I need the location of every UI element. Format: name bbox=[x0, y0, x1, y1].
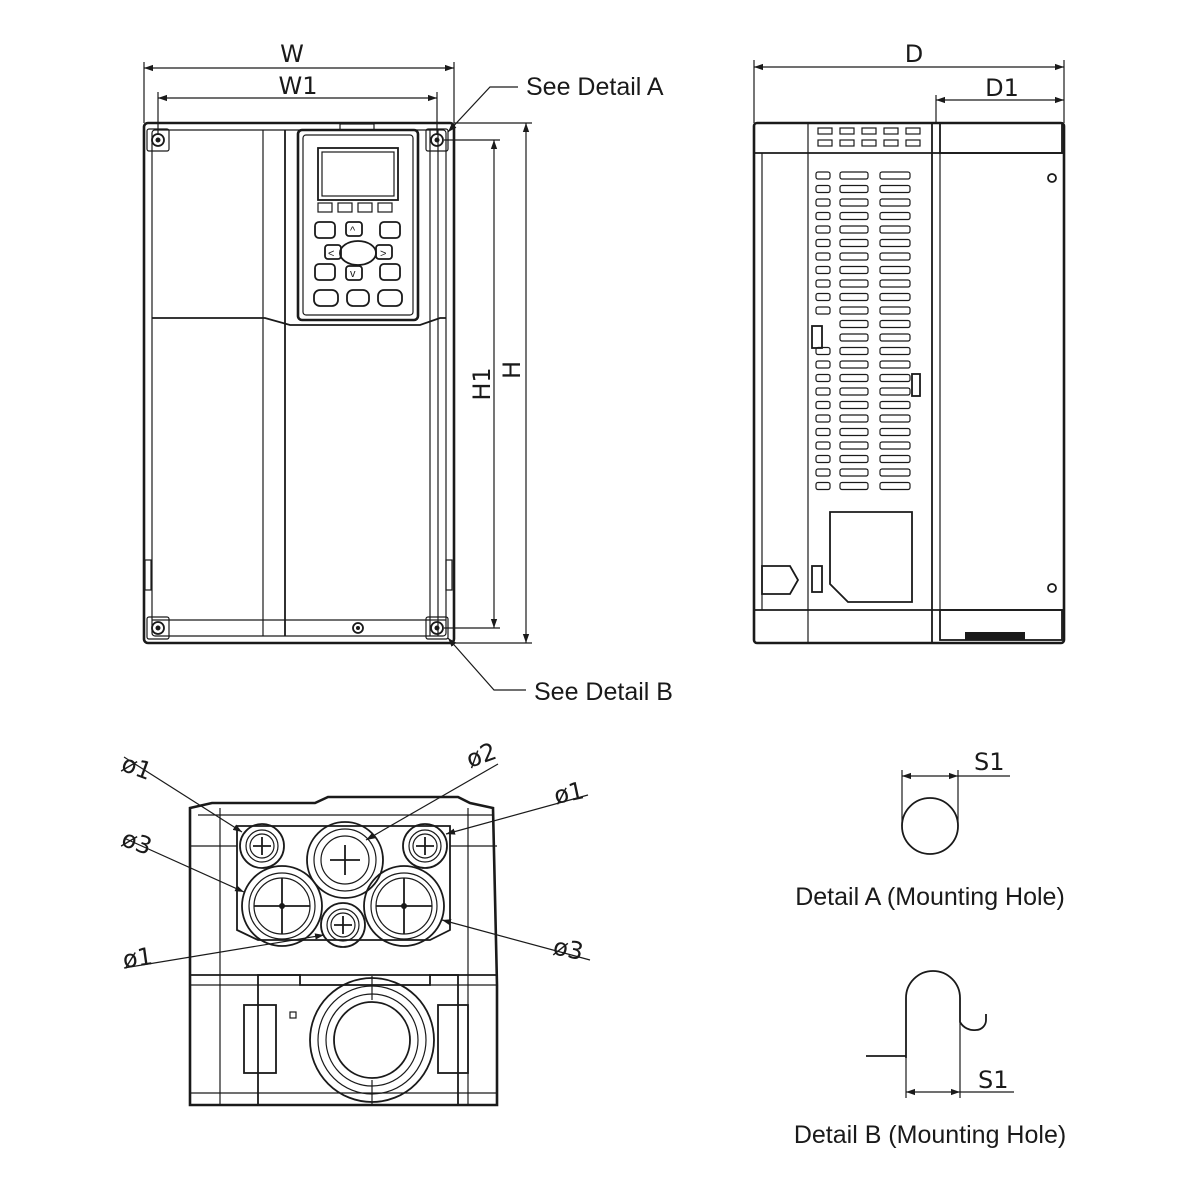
dim-w-label: W bbox=[280, 40, 304, 68]
see-detail-b-callout: See Detail B bbox=[534, 678, 673, 706]
cover-screw bbox=[352, 622, 364, 634]
hole-phi2-top-center bbox=[306, 821, 384, 899]
lcd-display bbox=[317, 147, 399, 201]
side-enclosure bbox=[752, 121, 1066, 645]
dim-h1-label: H1 bbox=[468, 367, 496, 400]
detail-b-s1-label: S1 bbox=[978, 1066, 1009, 1094]
mounting-hole-slot bbox=[905, 970, 987, 1058]
hole-label-phi1-top-left: ø1 bbox=[118, 749, 156, 786]
hole-phi1-top-right bbox=[402, 823, 448, 869]
hole-label-phi1-bottom-center: ø1 bbox=[121, 942, 155, 974]
hole-label-phi3-right: ø3 bbox=[551, 932, 586, 966]
mounting-hole-round bbox=[901, 797, 959, 855]
hole-phi1-bottom-center bbox=[320, 902, 366, 948]
front-view: ^ < > v W W1 H H1 bbox=[142, 40, 673, 706]
bottom-view: ø1 ø2 ø1 ø3 ø1 ø3 bbox=[118, 737, 591, 1107]
side-vents bbox=[815, 171, 911, 491]
svg-text:v: v bbox=[350, 268, 356, 280]
detail-b-caption: Detail B (Mounting Hole) bbox=[794, 1121, 1066, 1149]
see-detail-a-callout: See Detail A bbox=[526, 73, 664, 101]
hole-label-phi2-top-center: ø2 bbox=[462, 737, 500, 774]
svg-text:>: > bbox=[380, 248, 386, 260]
bottom-enclosure bbox=[188, 795, 499, 1107]
fan-housing bbox=[243, 974, 469, 1106]
detail-a-caption: Detail A (Mounting Hole) bbox=[795, 883, 1065, 911]
svg-text:<: < bbox=[328, 248, 334, 260]
svg-text:^: ^ bbox=[350, 225, 356, 237]
dim-d-label: D bbox=[905, 40, 923, 68]
hole-phi1-top-left bbox=[239, 823, 285, 869]
front-enclosure bbox=[142, 121, 456, 645]
dim-h-label: H bbox=[498, 361, 526, 379]
detail-b: S1 Detail B (Mounting Hole) bbox=[794, 970, 1066, 1149]
hole-label-phi1-top-right: ø1 bbox=[551, 776, 586, 810]
hole-phi3-right bbox=[363, 865, 445, 947]
hole-phi3-left bbox=[241, 865, 323, 947]
detail-a-s1-label: S1 bbox=[974, 748, 1005, 776]
keypad: ^ < > v bbox=[296, 123, 420, 322]
enter-key bbox=[339, 240, 377, 266]
hole-label-phi3-left: ø3 bbox=[118, 824, 156, 861]
detail-a: S1 Detail A (Mounting Hole) bbox=[795, 748, 1065, 911]
dim-d1-label: D1 bbox=[985, 74, 1019, 102]
dim-w1-label: W1 bbox=[279, 72, 318, 100]
side-view: D D1 bbox=[752, 40, 1066, 645]
